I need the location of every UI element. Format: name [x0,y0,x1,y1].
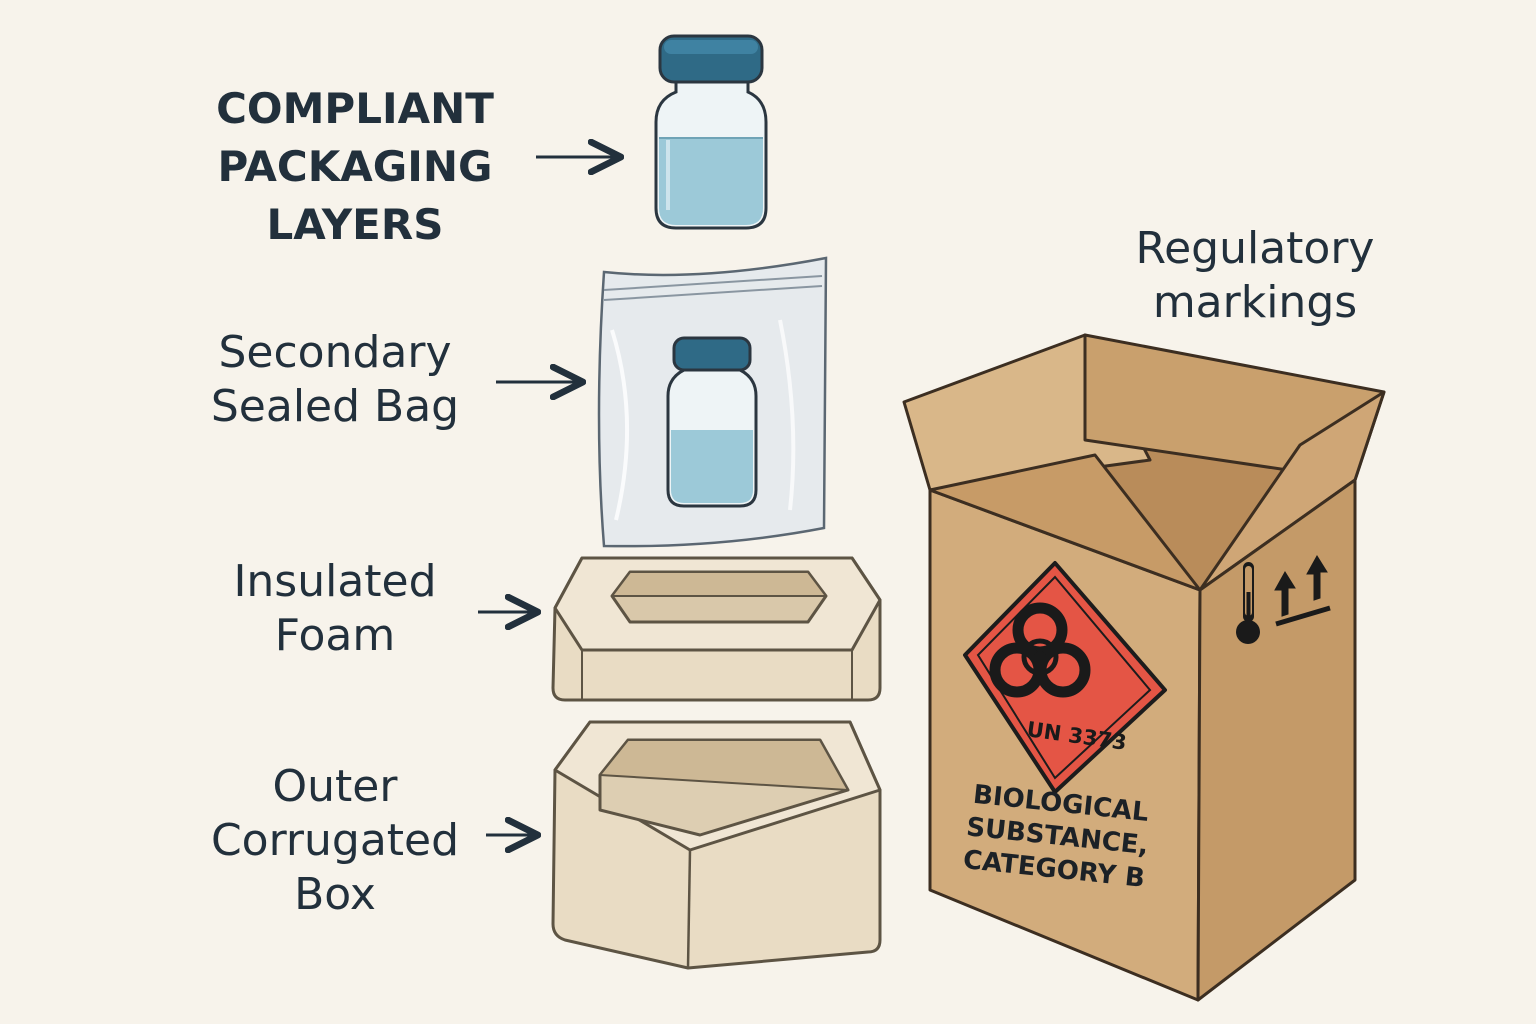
regulatory-markings-label-line-1: Regulatory [1135,223,1375,274]
outer-box-label-line-1: Outer [272,761,398,812]
title-line-2: PACKAGING [217,142,493,191]
outer-box-label-line-3: Box [294,869,376,920]
secondary-bag-label-line-1: Secondary [218,327,452,378]
outer-corrugated-box-insert [551,720,882,970]
biohazard-icon [989,602,1091,698]
insulated-foam-label-line-2: Foam [274,610,396,661]
secondary-sealed-bag [597,256,828,548]
regulatory-markings-label-line-2: markings [1152,277,1358,328]
diagram-title: COMPLIANT PACKAGING LAYERS [180,80,530,254]
this-way-up-arrows-icon [1274,555,1331,627]
insulated-foam-label-line-1: Insulated [233,556,437,607]
title-line-3: LAYERS [266,200,444,249]
insulated-foam-label: Insulated Foam [200,555,470,663]
outer-box-label-line-2: Corrugated [210,815,460,866]
outer-box-label: Outer Corrugated Box [185,760,485,922]
regulatory-markings-label: Regulatory markings [1110,222,1400,330]
secondary-bag-label: Secondary Sealed Bag [190,326,480,434]
biological-substance-marking: BIOLOGICAL SUBSTANCE, CATEGORY B [958,778,1157,896]
primary-vial [654,34,768,230]
title-line-1: COMPLIANT [216,84,494,133]
secondary-bag-label-line-2: Sealed Bag [210,381,460,432]
insulated-foam-block [551,556,882,702]
thermometer-icon [1236,562,1260,644]
